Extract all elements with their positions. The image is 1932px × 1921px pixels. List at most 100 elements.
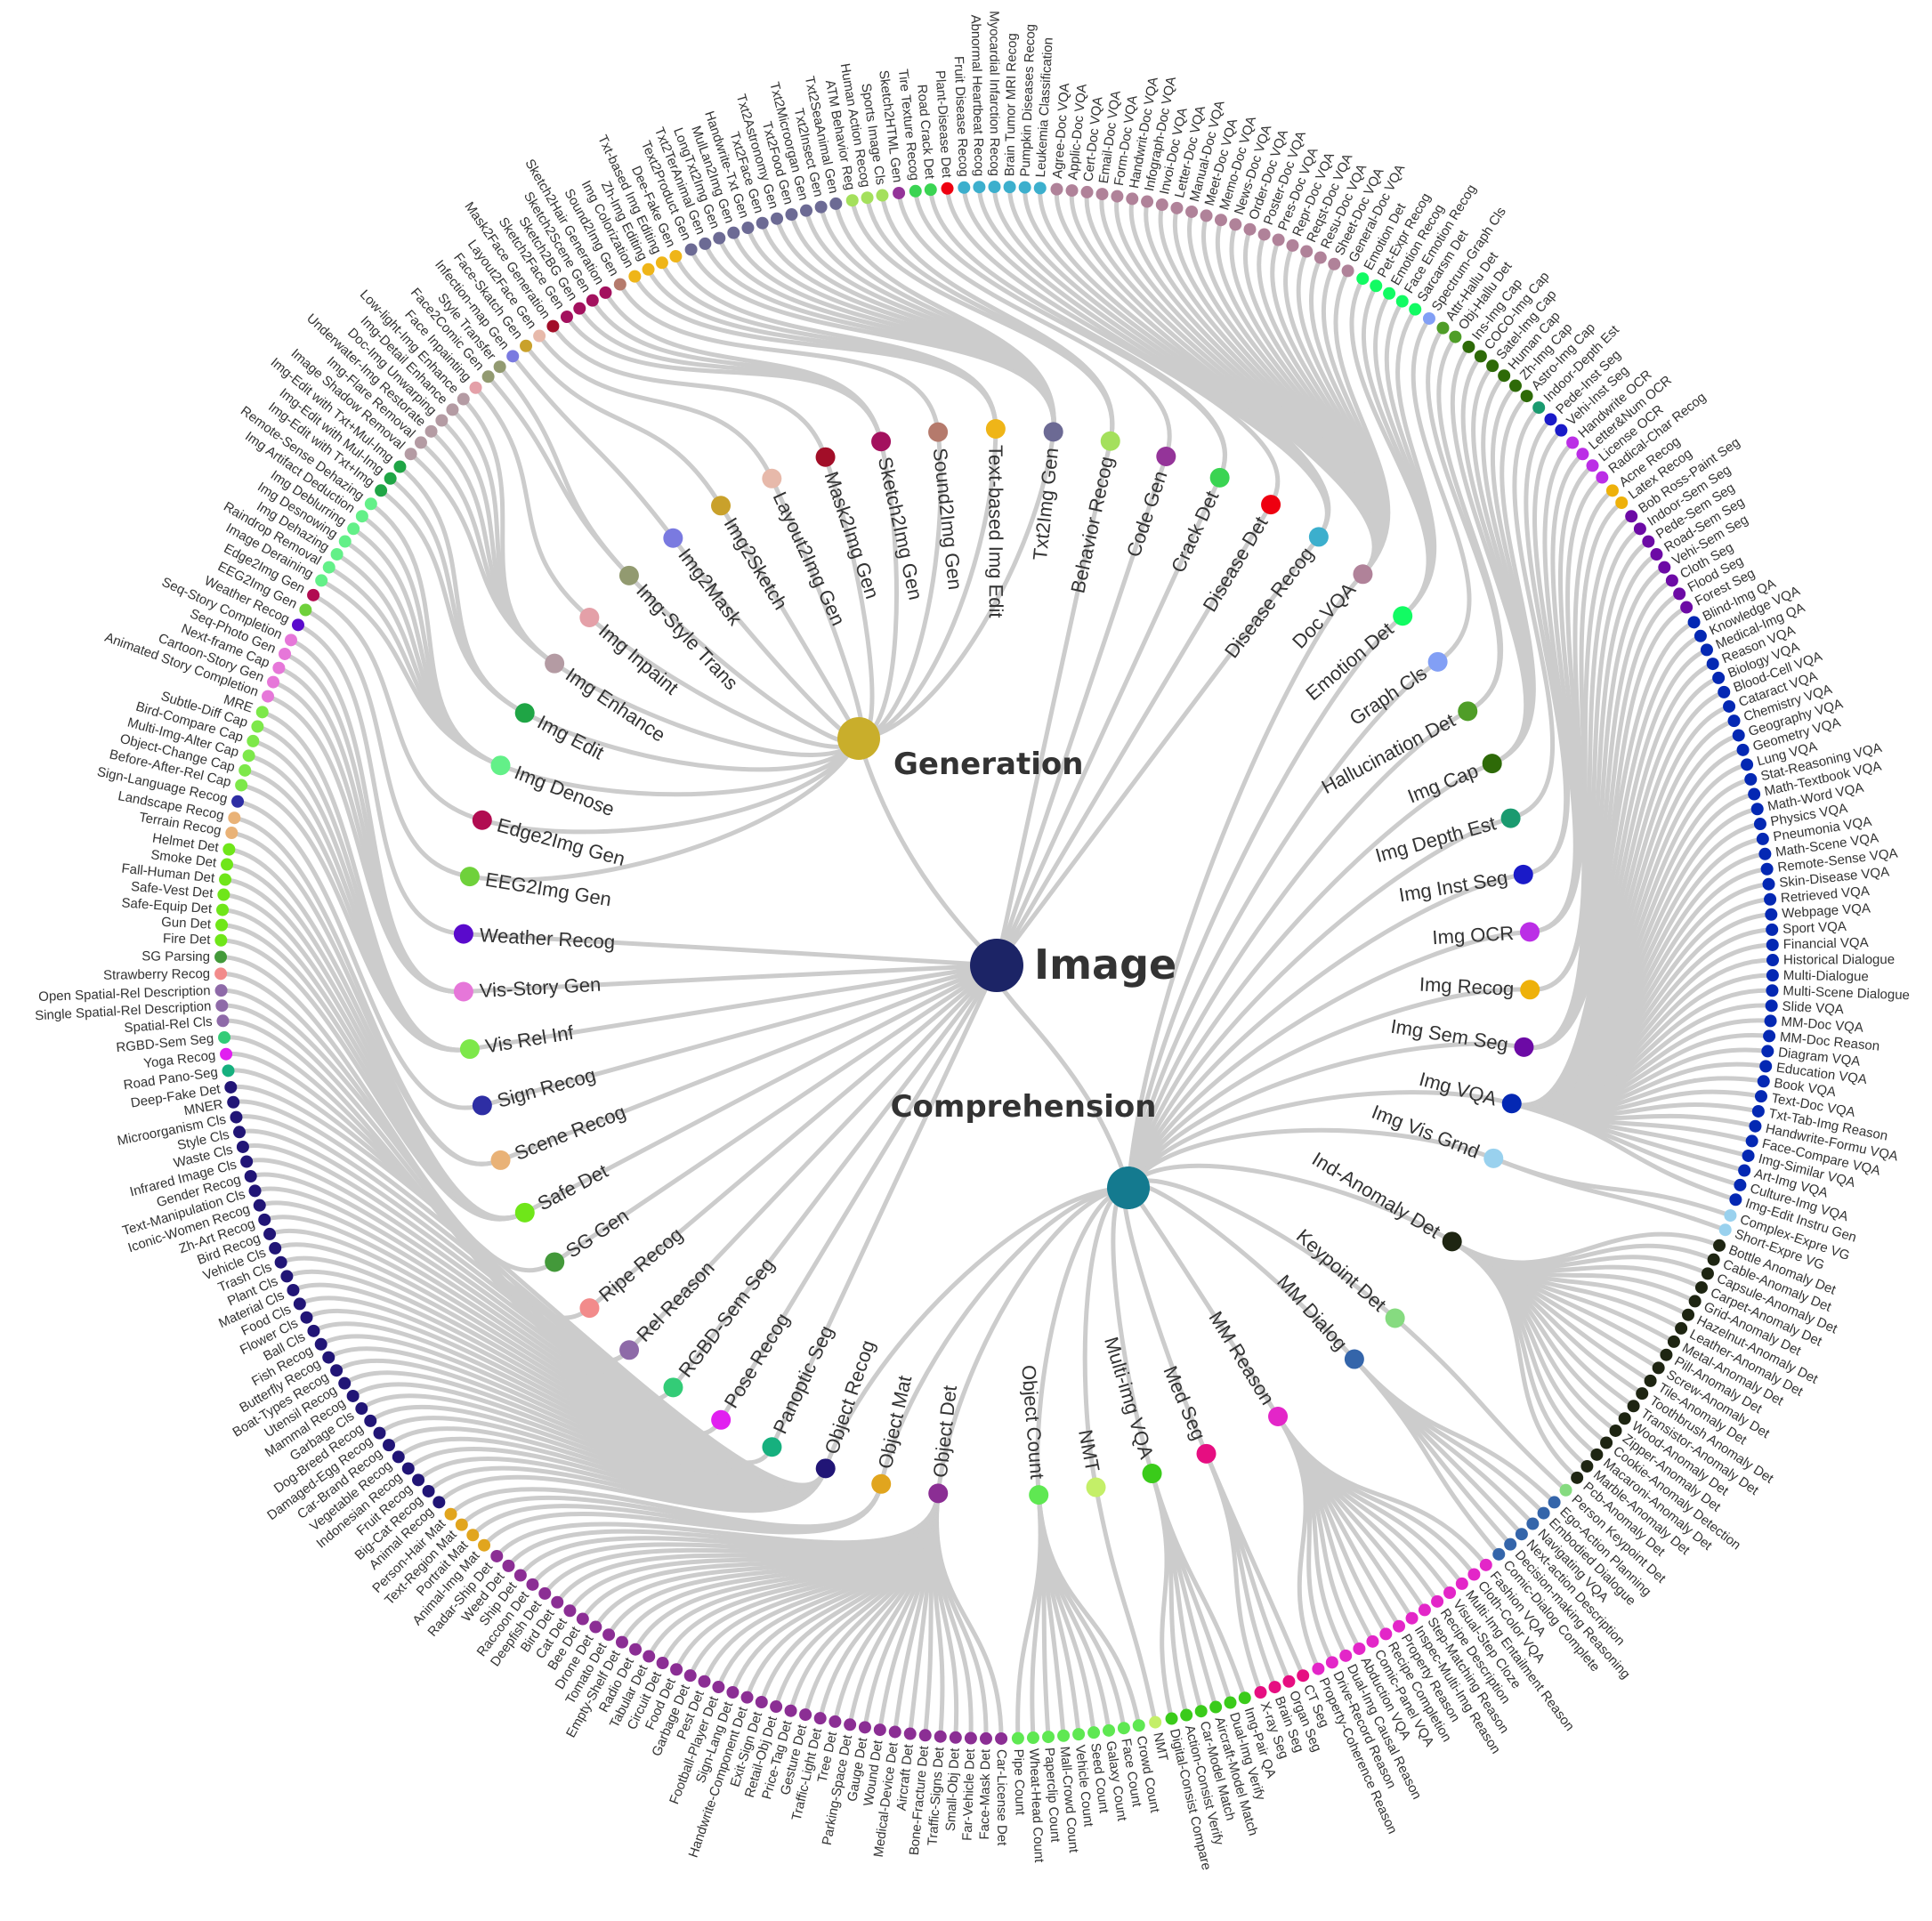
leaf-node-dot — [1633, 522, 1646, 536]
leaf-link — [260, 709, 473, 1053]
category-link — [480, 963, 999, 1108]
category-label: Graph Cls — [1346, 662, 1431, 730]
branch-link — [992, 963, 1131, 1191]
leaf-node-dot — [1766, 954, 1779, 967]
leaf-node-dot — [222, 843, 236, 856]
category-node-dot — [1520, 980, 1540, 1000]
leaf-node-dot — [221, 858, 234, 871]
leaf-node-dot — [238, 763, 252, 777]
leaf-node-dot — [1609, 1424, 1622, 1437]
leaf-node-dot — [713, 231, 726, 245]
leaf-node-dot — [1734, 1178, 1747, 1191]
leaf-node-dot — [382, 1439, 395, 1452]
leaf-label: Face-Mask Det — [977, 1748, 993, 1840]
leaf-node-dot — [909, 184, 922, 198]
leaf-node-dot — [401, 1462, 415, 1475]
category-link — [586, 963, 999, 1311]
leaf-node-dot — [1474, 350, 1487, 363]
leaf-node-dot — [1701, 1267, 1714, 1280]
category-node-dot — [490, 1150, 511, 1170]
leaf-node-dot — [444, 1507, 457, 1521]
leaf-node-dot — [1449, 330, 1462, 343]
leaf-node-dot — [1753, 818, 1766, 831]
category-node-dot — [490, 755, 511, 776]
leaf-link — [1508, 405, 1556, 821]
category-label: Img Depth Est — [1373, 811, 1499, 867]
leaf-label: MM-Doc VQA — [1781, 1014, 1864, 1036]
leaf-label: Myocardial Infarction Recog — [986, 11, 1002, 176]
leaf-node-dot — [216, 1014, 230, 1028]
leaf-node-dot — [893, 186, 906, 199]
category-node-dot — [514, 703, 535, 723]
leaf-link — [1436, 335, 1504, 714]
category-link — [461, 932, 999, 968]
leaf-node-dot — [279, 647, 292, 660]
leaf-node-dot — [1605, 484, 1619, 497]
category-node-dot — [619, 1340, 640, 1360]
leaf-link — [1490, 393, 1536, 766]
leaf-node-dot — [1356, 272, 1370, 286]
leaf-node-dot — [829, 1715, 842, 1728]
leaf-node-dot — [1443, 1586, 1457, 1599]
leaf-node-dot — [1141, 195, 1154, 208]
category-link — [1126, 1090, 1515, 1191]
leaf-link — [231, 815, 504, 1166]
leaf-node-dot — [244, 1169, 257, 1182]
category-node-dot — [1196, 1443, 1217, 1464]
category-node-dot — [1483, 1148, 1504, 1168]
leaf-node-dot — [338, 1376, 352, 1390]
leaf-node-dot — [228, 811, 241, 825]
leaf-label: Open Spatial-Rel Description — [38, 983, 211, 1005]
leaf-label: Safe-Equip Det — [121, 895, 213, 916]
branch-node-dot — [837, 717, 880, 760]
leaf-node-dot — [263, 1227, 277, 1240]
leaf-node-dot — [1576, 448, 1589, 461]
leaf-node-dot — [1741, 758, 1754, 771]
leaf-node-dot — [219, 873, 232, 886]
leaf-node-dot — [903, 1727, 917, 1740]
branch-label: Comprehension — [891, 1089, 1157, 1125]
leaf-node-dot — [1117, 1722, 1130, 1735]
leaf-label: Historical Dialogue — [1783, 952, 1895, 967]
leaf-node-dot — [322, 1351, 335, 1364]
leaf-node-dot — [373, 1426, 386, 1440]
leaf-node-dot — [1766, 938, 1779, 951]
leaf-node-dot — [924, 183, 937, 197]
leaf-node-dot — [1341, 264, 1354, 278]
category-label: Vis-Story Gen — [479, 973, 602, 1002]
leaf-node-dot — [1462, 340, 1475, 353]
category-node-dot — [1513, 864, 1533, 884]
leaf-node-dot — [958, 181, 971, 194]
root-label: Image — [1034, 940, 1176, 989]
category-node-dot — [1458, 701, 1478, 722]
leaf-node-dot — [1325, 1656, 1338, 1669]
leaf-node-dot — [1297, 1669, 1310, 1683]
leaf-node-dot — [393, 460, 407, 473]
leaf-link — [311, 593, 485, 823]
leaf-node-dot — [1766, 923, 1779, 936]
leaf-node-dot — [973, 181, 986, 194]
leaf-node-dot — [1515, 1528, 1528, 1541]
leaf-node-dot — [576, 1612, 589, 1626]
leaf-node-dot — [347, 522, 360, 536]
leaf-node-dot — [1729, 1193, 1742, 1207]
leaf-node-dot — [1042, 1731, 1055, 1744]
category-link — [498, 963, 999, 1163]
category-link — [461, 963, 999, 995]
category-node-dot — [472, 1095, 492, 1116]
leaf-node-dot — [643, 1650, 656, 1663]
leaf-node-dot — [315, 574, 328, 587]
leaf-node-dot — [330, 1364, 344, 1377]
leaf-node-dot — [1586, 459, 1599, 472]
category-link — [935, 1185, 1131, 1496]
leaf-node-dot — [224, 1080, 238, 1094]
category-link — [856, 426, 998, 741]
leaf-node-dot — [784, 1704, 797, 1717]
leaf-node-dot — [1312, 1662, 1325, 1675]
leaf-node-dot — [214, 933, 228, 947]
leaf-node-dot — [1665, 574, 1678, 587]
leaf-node-dot — [1694, 1280, 1708, 1294]
leaf-node-dot — [684, 243, 698, 256]
leaf-node-dot — [1687, 616, 1701, 629]
leaf-node-dot — [1764, 892, 1777, 906]
